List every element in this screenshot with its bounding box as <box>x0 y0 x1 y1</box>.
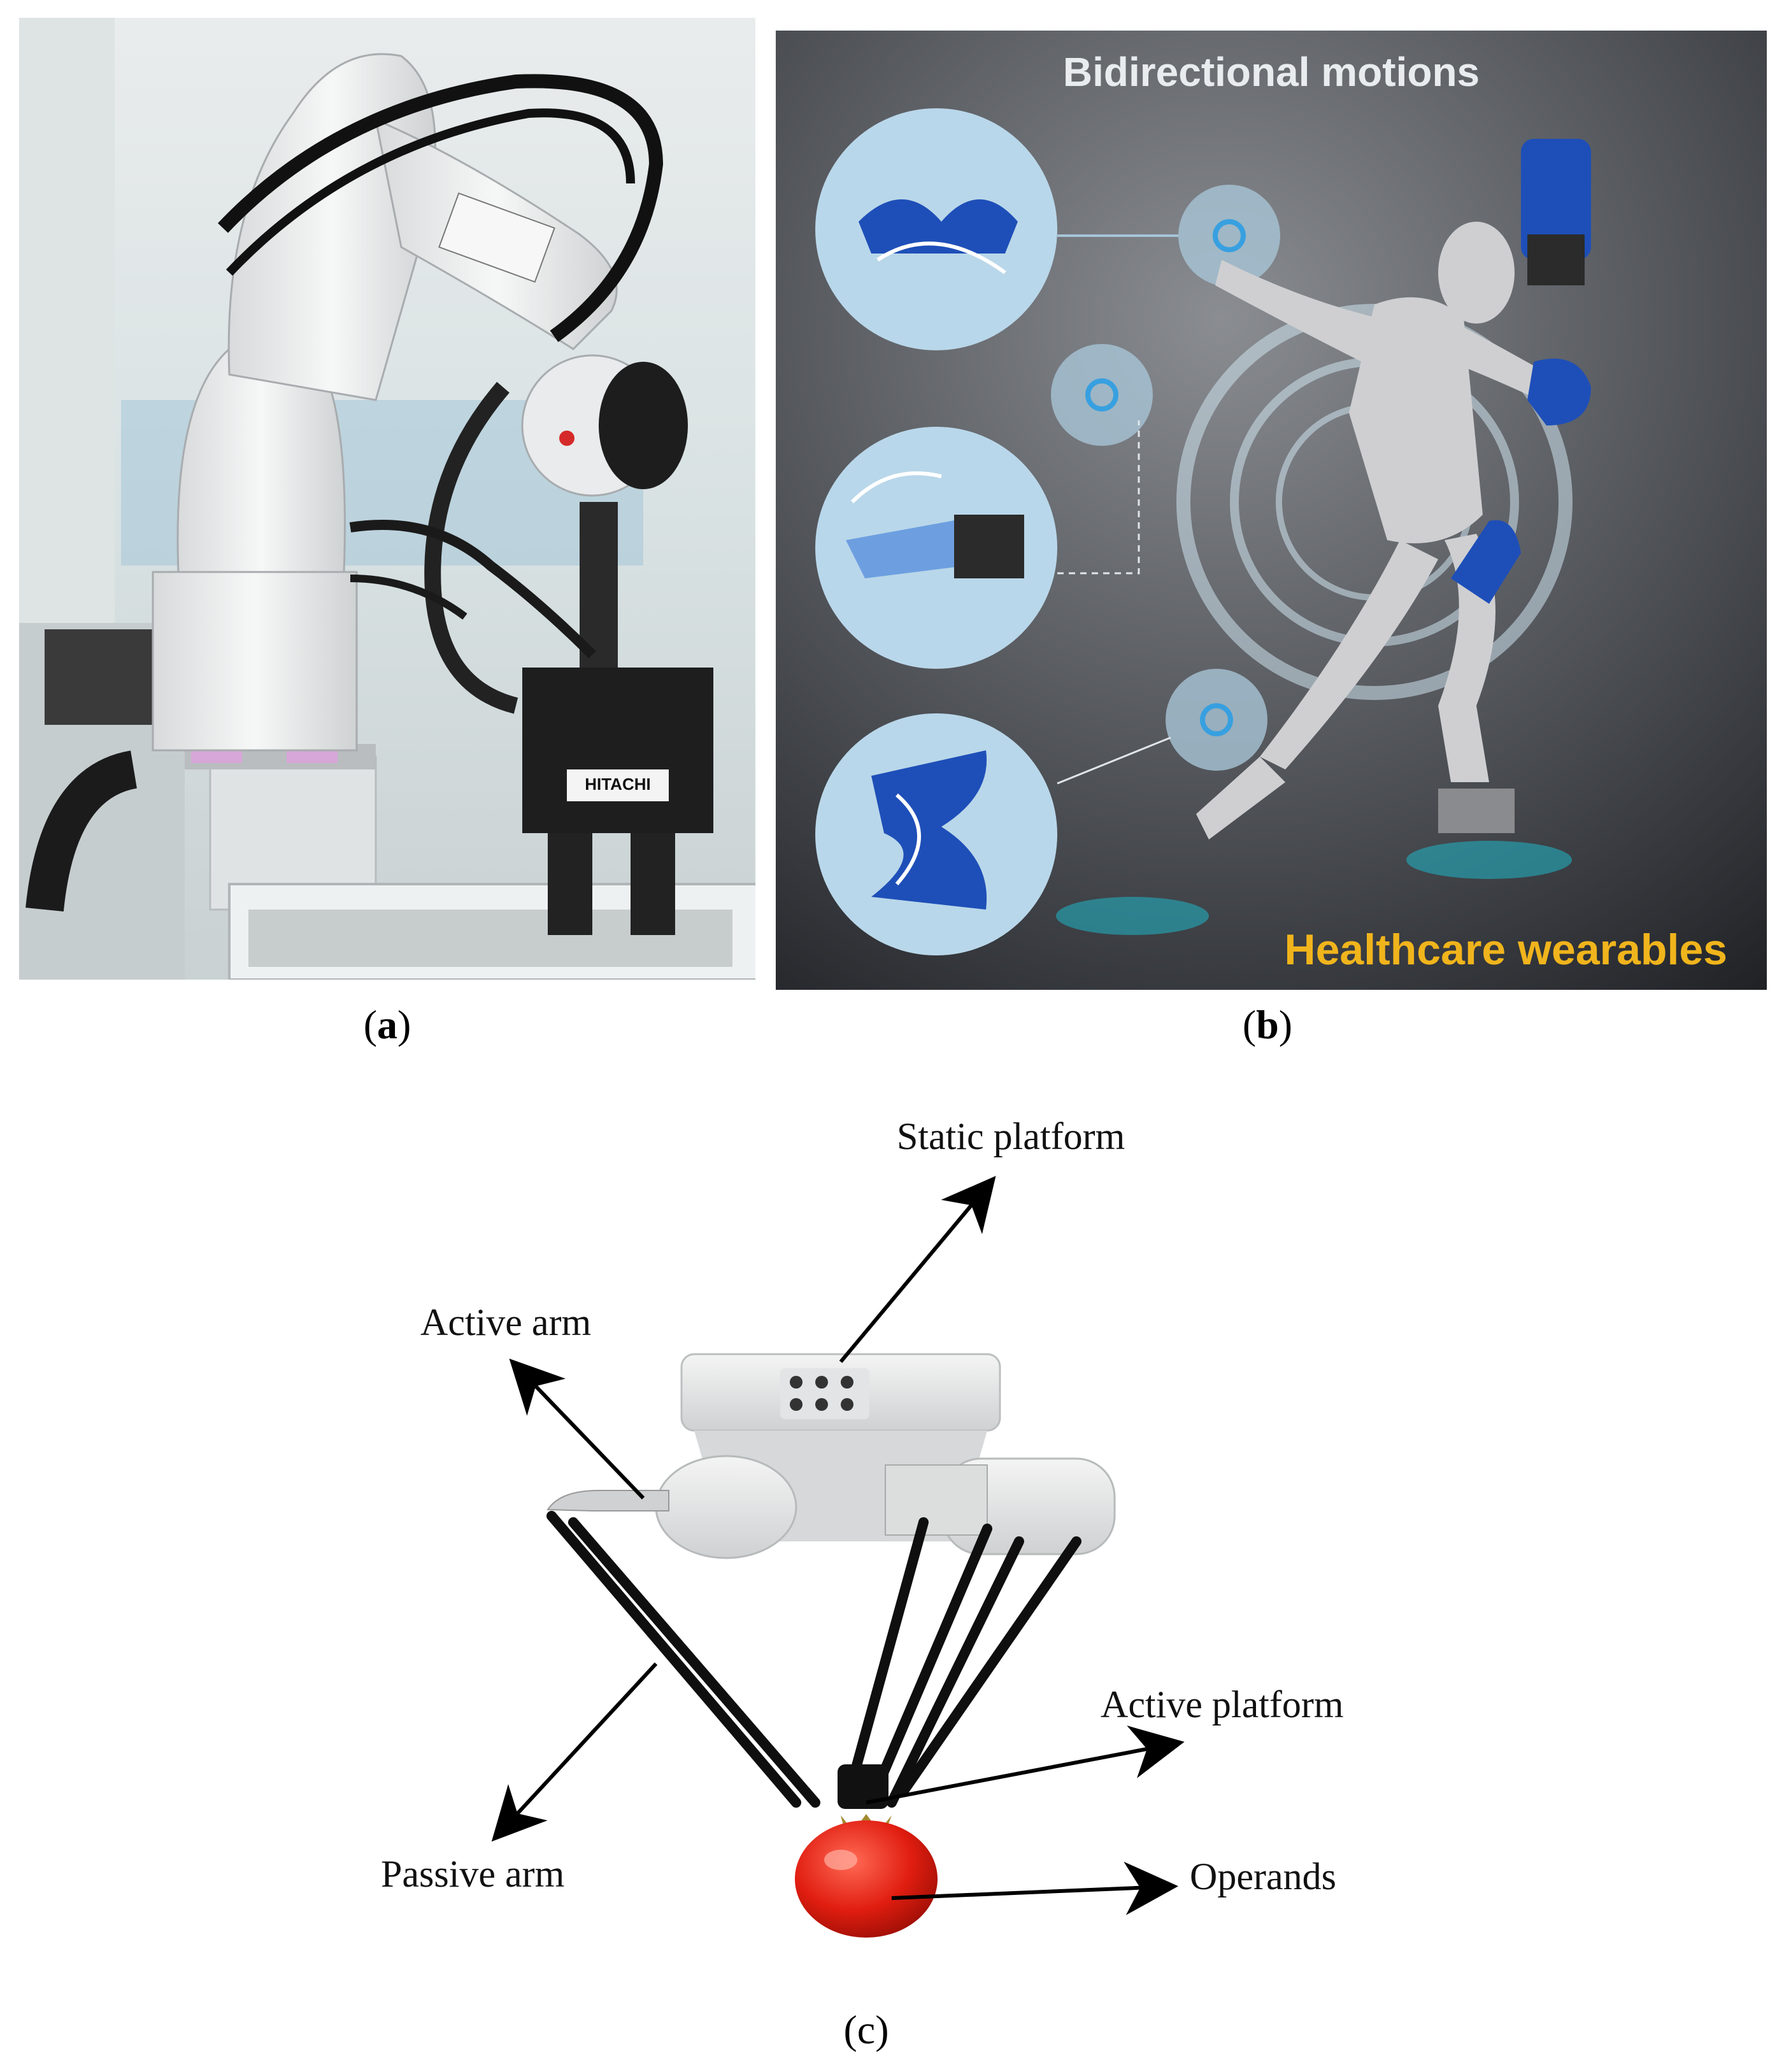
label-static-platform: Static platform <box>897 1115 1125 1157</box>
wearables-graphic <box>776 31 1767 990</box>
caption-c: (c) <box>843 2007 889 2052</box>
healthcare-wearables-label: Healthcare wearables <box>1284 925 1727 974</box>
caption-b: (b) <box>1242 1002 1293 1047</box>
label-active-arm: Active arm <box>420 1301 592 1343</box>
caption-a: (a) <box>363 1002 411 1047</box>
knee-wearable-bubble <box>815 713 1057 955</box>
wearables-illustration: Bidirectional motions Healthcare wearabl… <box>776 31 1767 990</box>
static-platform <box>680 1353 1001 1541</box>
active-arm <box>546 1490 669 1511</box>
hitachi-badge: HITACHI <box>585 775 651 794</box>
caption-c-letter: c <box>857 2007 876 2052</box>
caption-b-letter: b <box>1256 1002 1279 1047</box>
operand-tomato <box>795 1814 938 1938</box>
label-operands: Operands <box>1190 1855 1336 1897</box>
label-arrows <box>491 1176 1185 1915</box>
passive-arms <box>546 1511 1081 1808</box>
right-motor <box>941 1457 1116 1555</box>
robot-arm-illustration: HITACHI <box>19 18 755 980</box>
robot-arm-photo: HITACHI <box>19 18 755 980</box>
caption-a-letter: a <box>377 1002 397 1047</box>
left-motor <box>655 1455 797 1559</box>
label-active-platform: Active platform <box>1101 1683 1344 1725</box>
active-platform <box>838 1764 888 1809</box>
label-passive-arm: Passive arm <box>381 1853 565 1895</box>
bidirectional-motions-title: Bidirectional motions <box>1062 49 1480 95</box>
runner-figure <box>1196 222 1572 840</box>
finger-wearable-bubble <box>815 427 1057 669</box>
elbow-wearable-bubble <box>815 108 1057 350</box>
